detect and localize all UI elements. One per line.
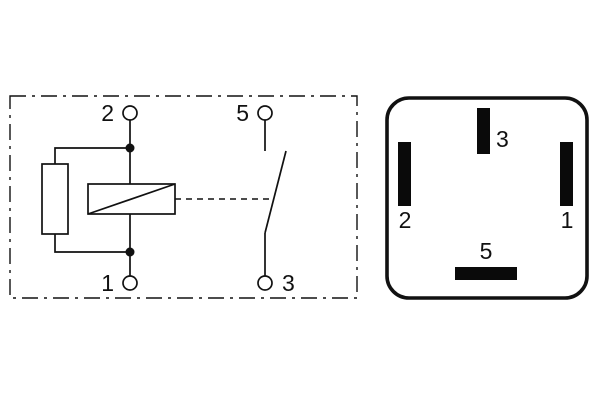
junction-dot-bottom [125, 247, 135, 257]
connector-body [385, 96, 589, 300]
schematic: 2 5 1 3 [9, 95, 358, 299]
terminal-2-circle [122, 105, 138, 121]
switch-blade [264, 150, 287, 234]
resistor-bottom-wire [54, 234, 130, 253]
terminal-5-circle [257, 105, 273, 121]
resistor [41, 163, 69, 235]
relay-coil-diagonal [87, 183, 176, 215]
junction-dot-top [125, 143, 135, 153]
terminal-1-circle [122, 275, 138, 291]
pin-3-label: 3 [496, 126, 509, 152]
pin-2-label: 2 [399, 207, 412, 233]
terminal-3-circle [257, 275, 273, 291]
terminal-2-label: 2 [101, 100, 114, 126]
terminal-1-label: 1 [101, 270, 114, 296]
terminal-3-label: 3 [282, 270, 295, 296]
resistor-top-wire [54, 147, 130, 164]
terminal-5-label: 5 [236, 100, 249, 126]
pinout: 3 2 1 5 [385, 96, 589, 300]
pin-5-bar [455, 267, 517, 280]
pin-1-label: 1 [561, 207, 574, 233]
schematic-border [9, 95, 358, 299]
pin-2-bar [398, 142, 411, 206]
pin-1-bar [560, 142, 573, 206]
pin-3-bar [477, 108, 490, 154]
pin-5-label: 5 [480, 238, 493, 264]
